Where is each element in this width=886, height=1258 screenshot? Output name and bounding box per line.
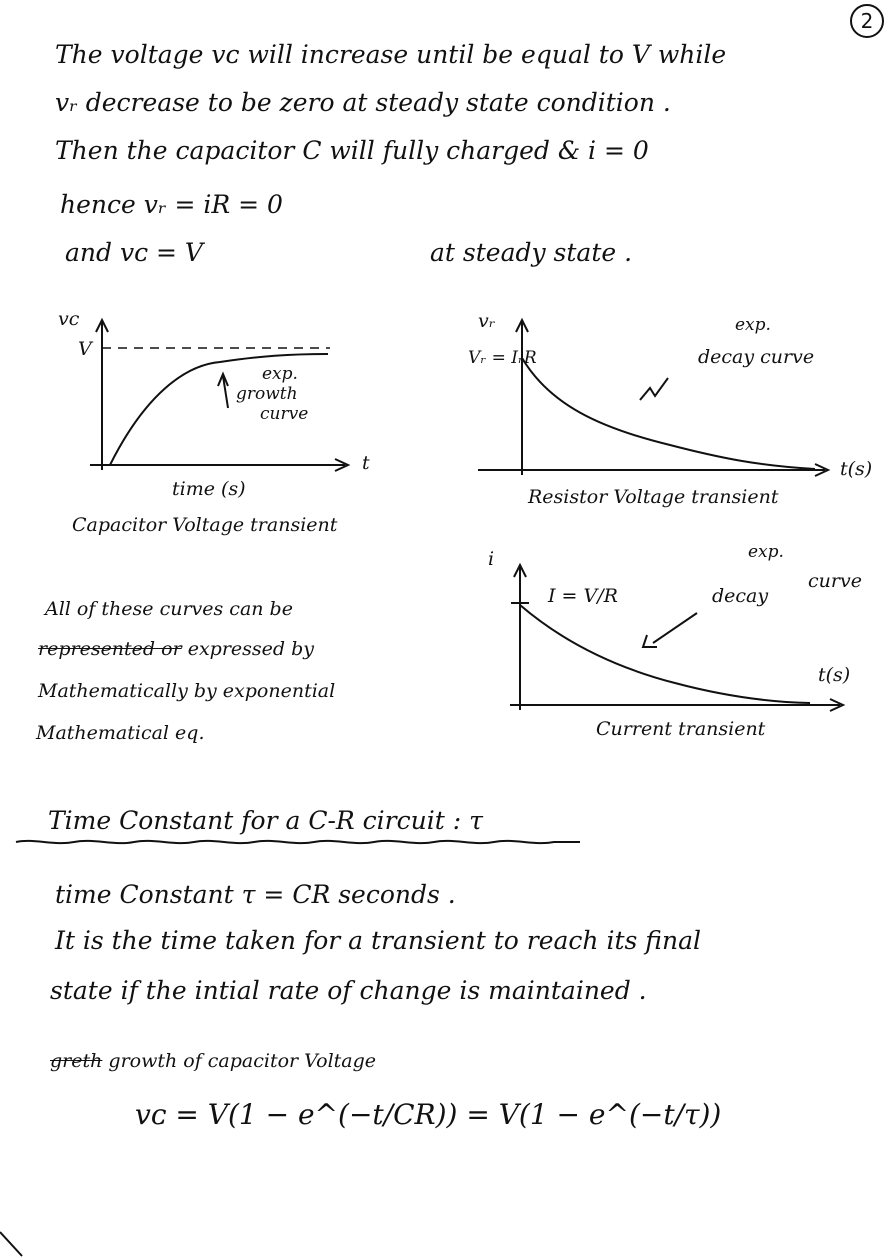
resistor-voltage-graph bbox=[478, 317, 831, 477]
g2-annotation-1: exp. bbox=[735, 315, 771, 335]
g3-y-axis bbox=[513, 562, 527, 710]
g2-y-axis bbox=[515, 317, 529, 475]
g3-x-label: t(s) bbox=[818, 664, 851, 686]
time-constant-line-3: state if the intial rate of change is ma… bbox=[50, 976, 647, 1005]
g1-y-tick: V bbox=[78, 338, 92, 360]
g1-x-axis bbox=[90, 458, 351, 472]
steady-state-note: at steady state . bbox=[430, 238, 633, 267]
section-heading: Time Constant for a C-R circuit : τ bbox=[48, 806, 483, 835]
g1-annotation-2: growth bbox=[236, 384, 298, 404]
curves-note-line-3: Mathematically by exponential bbox=[38, 680, 336, 702]
g2-annotation-squiggle bbox=[639, 377, 669, 401]
time-constant-line-1: time Constant τ = CR seconds . bbox=[55, 880, 456, 909]
g2-caption: Resistor Voltage transient bbox=[528, 486, 779, 508]
growth-label: growth of capacitor Voltage bbox=[108, 1050, 377, 1072]
intro-line-3: Then the capacitor C will fully charged … bbox=[55, 136, 649, 165]
capacitor-voltage-graph bbox=[90, 317, 351, 472]
curves-note-line-2: represented or expressed by bbox=[38, 638, 314, 660]
g3-y-tick: I = V/R bbox=[548, 585, 618, 607]
growth-equation: vᴄ = V(1 − e^(−t/CR)) = V(1 − e^(−t/τ)) bbox=[135, 1098, 722, 1131]
g2-annotation-2: decay curve bbox=[698, 346, 815, 368]
g2-y-tick: Vᵣ = IᵣR bbox=[468, 348, 537, 368]
g1-caption: Capacitor Voltage transient bbox=[72, 514, 338, 536]
g2-x-label: t(s) bbox=[840, 458, 873, 480]
page-number: 2 bbox=[850, 4, 884, 38]
intro-line-1: The voltage vᴄ will increase until be eq… bbox=[55, 40, 727, 69]
curves-note-struck: represented or bbox=[38, 638, 182, 660]
g2-y-label: vᵣ bbox=[478, 310, 496, 332]
curves-note-line-2-rest: expressed by bbox=[187, 638, 314, 660]
g1-annotation-1: exp. bbox=[262, 364, 298, 384]
growth-label-line: greth growth of capacitor Voltage bbox=[50, 1050, 376, 1072]
g1-growth-curve bbox=[109, 353, 329, 466]
g3-annotation-arrow bbox=[641, 612, 698, 648]
heading-underline bbox=[15, 839, 580, 845]
g3-decay-curve bbox=[519, 604, 811, 704]
g3-annotation-3: curve bbox=[808, 570, 862, 592]
g3-annotation-1: exp. bbox=[748, 542, 784, 562]
margin-mark bbox=[0, 1231, 23, 1257]
intro-line-2: vᵣ decrease to be zero at steady state c… bbox=[55, 88, 671, 117]
g1-y-label: vc bbox=[58, 308, 80, 330]
curves-note-line-4: Mathematical eq. bbox=[36, 722, 205, 744]
current-graph bbox=[510, 562, 846, 712]
g3-annotation-2: decay bbox=[712, 585, 769, 607]
g1-x-label: t bbox=[362, 452, 370, 474]
g2-decay-curve bbox=[521, 357, 816, 470]
growth-struck-word: greth bbox=[50, 1050, 103, 1072]
g3-y-label: i bbox=[488, 548, 495, 570]
time-constant-line-2: It is the time taken for a transient to … bbox=[55, 926, 701, 955]
g3-x-axis bbox=[510, 698, 846, 712]
g1-y-axis bbox=[95, 317, 109, 470]
intro-line-4: hence vᵣ = iR = 0 bbox=[60, 190, 283, 219]
intro-line-5: and vᴄ = V bbox=[65, 238, 203, 267]
g1-annotation-arrow bbox=[217, 371, 229, 409]
g1-annotation-3: curve bbox=[260, 404, 309, 424]
g2-x-axis bbox=[478, 463, 831, 477]
curves-note-line-1: All of these curves can be bbox=[45, 598, 293, 620]
g1-x-caption: time (s) bbox=[172, 478, 246, 500]
g3-caption: Current transient bbox=[596, 718, 766, 740]
